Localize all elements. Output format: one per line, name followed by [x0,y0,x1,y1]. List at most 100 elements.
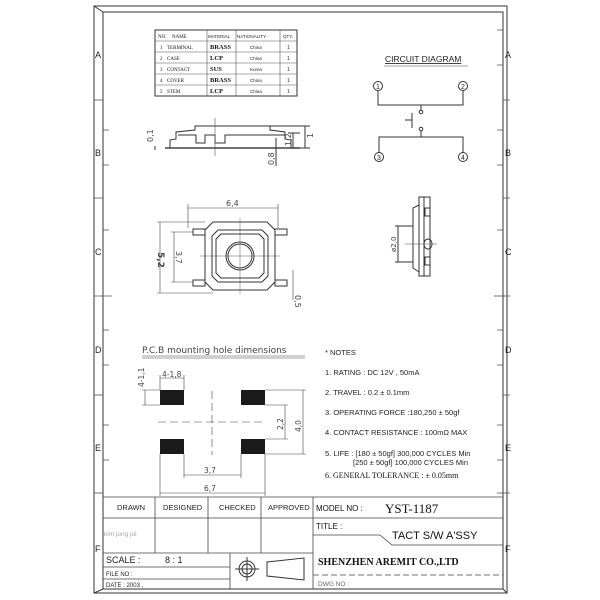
dim-height: 5,2 [155,252,165,268]
header-qty: QTY. [283,34,293,39]
checked-label: CHECKED [219,503,256,512]
pcb-title: P.C.B mounting hole dimensions [142,346,287,356]
scale-label: SCALE : [106,555,141,565]
pcb-layout: P.C.B mounting hole dimensions 4-1,8 4-1… [137,346,306,496]
grid-letter-left-b: B [95,148,101,158]
cell-name: CASE [167,57,180,62]
cell-no: 2 [160,57,163,62]
cell-qty: 1 [287,89,290,95]
grid-letter-right-d: D [505,345,512,355]
pin-1: 1 [376,84,380,91]
circuit-title: CIRCUIT DIAGRAM [385,54,461,64]
cell-qty: 1 [287,45,290,51]
note-tolerance: 6. GENERAL TOLERANCE : ± 0.05mm [325,471,459,480]
note-rating: 1. RATING : DC 12V , 50mA [325,368,419,377]
grid-letter-right-e: E [505,443,511,453]
table-row: 1 TERMINAL BRASS China 1 [160,44,290,51]
pin-2: 2 [461,84,465,91]
grid-letter-right-c: C [505,247,512,257]
header-name: NAME [172,35,187,40]
title-value: TACT S/W A'SSY [392,530,478,542]
header-material: MATERIAL [208,34,231,39]
cell-name: COVER [167,79,185,84]
table-row: 5 STEM LCP China 1 [160,88,290,95]
pin-3: 3 [377,155,381,162]
side-view: 0,1 1,2 1 0,8 [146,118,315,166]
file-no: FILE NO : [106,572,133,578]
note-life-2: [250 ± 50gf] 100,000 CYCLES Min [353,458,468,467]
dim-diameter: ø2,0 [390,237,398,252]
cell-material: LCP [210,55,223,62]
title-block: DRAWN DESIGNED CHECKED APPROVED kim jong… [103,496,503,589]
cell-nationality: China [250,56,262,61]
grid-letter-right-b: B [505,148,511,158]
cell-material: BRASS [210,77,231,84]
cell-name: TERMINAL [167,46,193,51]
dim-lead: 0,5 [293,295,302,308]
drawn-label: DRAWN [117,503,145,512]
pin-4: 4 [461,155,465,162]
cell-material: LCP [210,88,223,95]
grid-letter-left-a: A [95,50,101,60]
dwg-no: DWG NO : [318,581,349,588]
cell-no: 3 [160,68,163,73]
dim-pad-width: 4-1,8 [162,370,182,379]
top-view: 6,4 5,2 3,7 0,5 [155,199,302,308]
notes: * NOTES 1. RATING : DC 12V , 50mA 2. TRA… [325,348,470,480]
cell-nationality: Korea [250,67,263,72]
notes-heading: * NOTES [325,348,356,357]
dim-pitch: 3,7 [174,251,183,264]
designed-label: DESIGNED [163,503,203,512]
cell-name: STEM [167,90,181,95]
dim-inner-horizontal: 3,7 [204,466,216,475]
table-row: 4 COVER BRASS China 1 [160,77,290,84]
cell-nationality: China [250,89,262,94]
cell-nationality: China [250,45,262,50]
drawn-by: kim jong pil [104,531,137,538]
approved-label: APPROVED [268,503,310,512]
projection-symbol-icon [235,557,305,581]
grid-letter-left-e: E [95,443,101,453]
title-label: TITLE : [316,522,342,531]
cell-material: SUS [210,66,222,73]
dim-inner-vertical: 2,2 [276,418,285,430]
model-no-value: YST-1187 [385,501,439,516]
note-contact-resistance: 4. CONTACT RESISTANCE : 100mΩ MAX [325,428,467,437]
dim-total: 1 [306,133,315,138]
scale-value: 8 : 1 [165,555,183,565]
table-row: 2 CASE LCP China 1 [160,55,290,62]
drawing-frame: A B C D E F A B C D E F [93,5,512,594]
note-life: 5. LIFE : [180 ± 50gf] 300,000 CYCLES Mi… [325,449,470,458]
dim-outer-vertical: 4,0 [294,420,303,432]
cell-no: 1 [160,46,163,51]
cell-no: 5 [160,90,163,95]
header-no: NO. [158,35,166,40]
dim-thickness: 0,1 [146,129,155,142]
dim-outer-horizontal: 6,7 [204,484,216,493]
grid-letter-right-a: A [505,50,511,60]
dim-pad-height: 4-1,1 [137,367,146,387]
cell-material: BRASS [210,44,231,51]
pcb-pads [160,390,265,454]
cell-no: 4 [160,79,163,84]
company-name: SHENZHEN AREMIT CO.,LTD [318,557,459,568]
dim-height: 1,2 [284,133,293,146]
cell-qty: 1 [287,56,290,62]
header-nationality: NATIONALITY [237,34,266,39]
grid-letter-left-d: D [95,345,102,355]
grid-letter-left-f: F [95,544,101,554]
grid-letter-right-f: F [505,544,511,554]
dim-width: 6,4 [226,199,239,208]
dim-base: 0,8 [267,152,276,165]
parts-table: NO. NAME MATERIAL NATIONALITY QTY. 1 TERM… [154,29,298,97]
end-view: ø2,0 [390,196,437,277]
grid-letter-left-c: C [95,247,102,257]
date: DATE : 2003 , [106,583,144,589]
cell-qty: 1 [287,78,290,84]
circuit-diagram: CIRCUIT DIAGRAM 1 2 3 4 [373,54,468,162]
note-travel: 2. TRAVEL : 0.2 ± 0.1mm [325,388,409,397]
cell-qty: 1 [287,67,290,73]
cell-nationality: China [250,78,262,83]
